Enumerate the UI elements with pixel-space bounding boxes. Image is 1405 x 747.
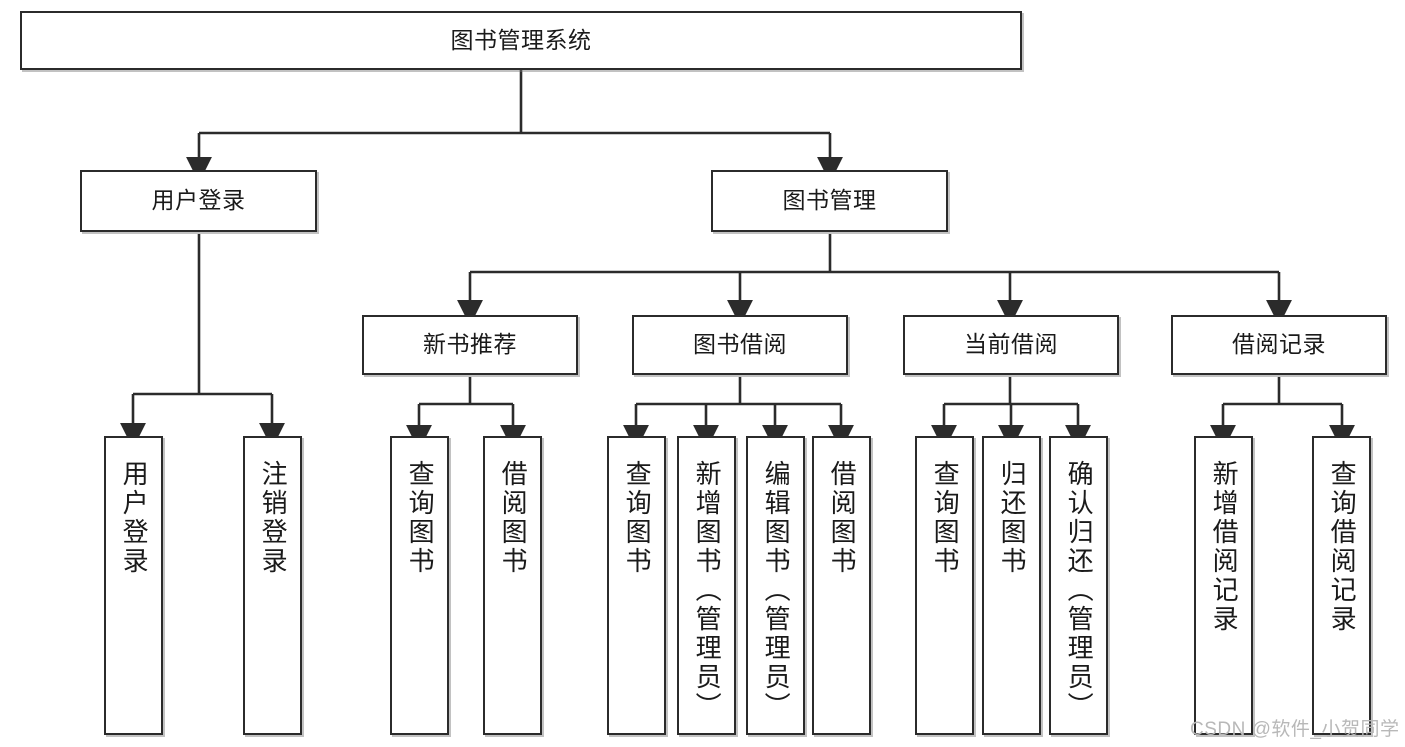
node-label: 用户登录 (151, 187, 246, 214)
node-leaf-user-login[interactable]: 用户登录 (104, 436, 163, 735)
node-leaf-edit-book[interactable]: 编辑图书（管理员） (746, 436, 805, 735)
node-leaf-add-book[interactable]: 新增图书（管理员） (677, 436, 736, 735)
node-leaf-query-record[interactable]: 查询借阅记录 (1312, 436, 1371, 735)
node-leaf-user-logout[interactable]: 注销登录 (243, 436, 302, 735)
node-leaf-borrow-book-2[interactable]: 借阅图书 (812, 436, 871, 735)
node-leaf-query-book-2[interactable]: 查询图书 (607, 436, 666, 735)
node-book-management[interactable]: 图书管理 (711, 170, 948, 232)
node-label: 新书推荐 (423, 331, 517, 358)
node-label: 借阅图书 (498, 460, 529, 576)
node-label: 新增借阅记录 (1209, 460, 1240, 634)
node-label: 新增图书（管理员） (692, 460, 723, 721)
node-leaf-add-record[interactable]: 新增借阅记录 (1194, 436, 1253, 735)
node-label: 查询借阅记录 (1327, 460, 1358, 634)
node-label: 借阅图书 (827, 460, 858, 576)
node-book-borrow[interactable]: 图书借阅 (632, 315, 848, 375)
node-current-borrow[interactable]: 当前借阅 (903, 315, 1119, 375)
node-label: 查询图书 (622, 460, 653, 576)
node-new-book-recommend[interactable]: 新书推荐 (362, 315, 578, 375)
node-label: 用户登录 (119, 460, 150, 576)
node-label: 当前借阅 (964, 331, 1058, 358)
node-label: 归还图书 (997, 460, 1028, 576)
node-leaf-query-book-1[interactable]: 查询图书 (390, 436, 449, 735)
node-leaf-query-book-3[interactable]: 查询图书 (915, 436, 974, 735)
node-label: 确认归还（管理员） (1064, 460, 1095, 721)
node-user-login[interactable]: 用户登录 (80, 170, 317, 232)
node-label: 查询图书 (930, 460, 961, 576)
node-book-management-system[interactable]: 图书管理系统 (20, 11, 1022, 70)
node-label: 借阅记录 (1232, 331, 1326, 358)
node-leaf-borrow-book-1[interactable]: 借阅图书 (483, 436, 542, 735)
node-label: 图书管理 (782, 187, 877, 214)
node-leaf-return-book[interactable]: 归还图书 (982, 436, 1041, 735)
node-leaf-confirm-return[interactable]: 确认归还（管理员） (1049, 436, 1108, 735)
node-label: 注销登录 (258, 460, 289, 576)
node-label: 编辑图书（管理员） (761, 460, 792, 721)
node-label: 查询图书 (405, 460, 436, 576)
node-label: 图书借阅 (693, 331, 787, 358)
node-label: 图书管理系统 (450, 26, 592, 53)
node-borrow-record[interactable]: 借阅记录 (1171, 315, 1387, 375)
